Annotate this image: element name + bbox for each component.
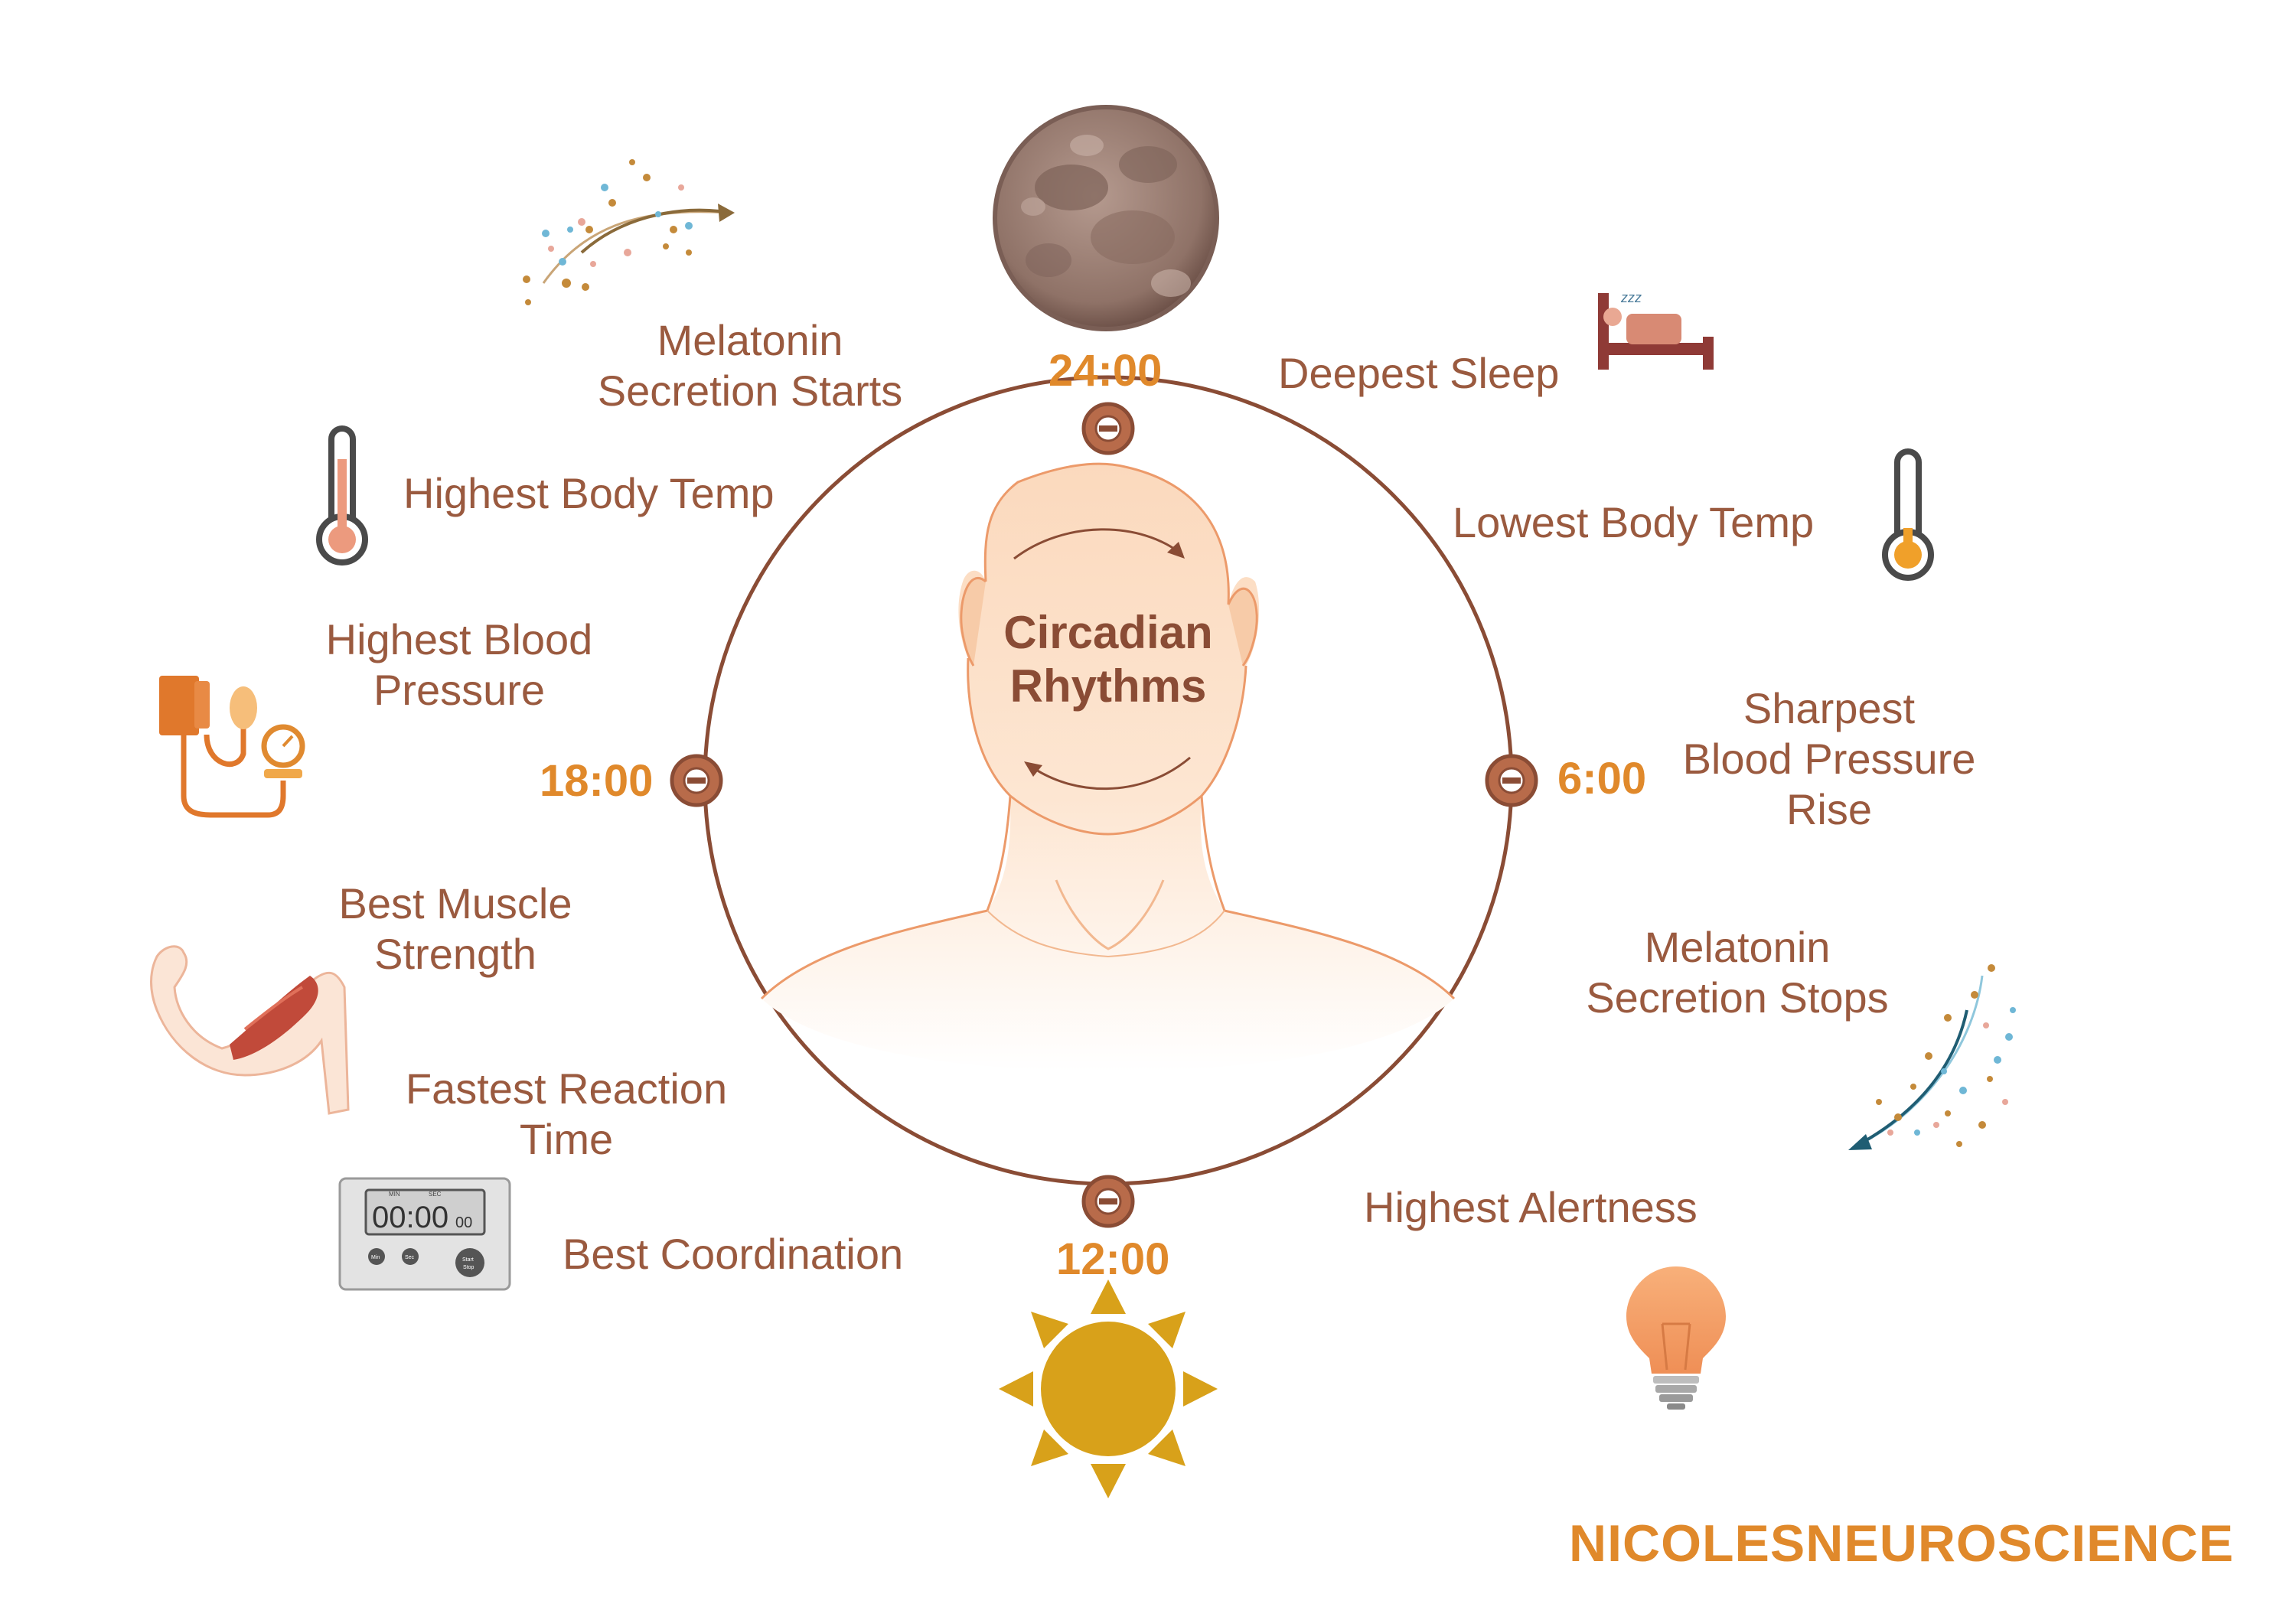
thermometer-icon-low <box>1882 448 1934 581</box>
timer-btn-stop: Stop <box>463 1265 475 1270</box>
lightbulb-icon <box>1626 1266 1726 1410</box>
label-best-muscle-line2: Strength <box>374 930 536 978</box>
label-melatonin-start-line2: Secretion Starts <box>597 367 903 415</box>
moon-icon <box>993 105 1219 331</box>
center-title-line2: Rhythms <box>1009 660 1207 712</box>
label-best-coordination: Best Coordination <box>563 1230 904 1278</box>
label-melatonin-stop: Melatonin Secretion Stops <box>1569 922 1906 1023</box>
center-title-line1: Circadian <box>1003 607 1213 658</box>
label-bp-rise-line1: Sharpest <box>1743 684 1916 732</box>
label-melatonin-stop-line1: Melatonin <box>1644 923 1831 971</box>
head-icon <box>760 462 1456 1071</box>
label-fastest-reaction-line1: Fastest Reaction <box>405 1064 728 1113</box>
label-highest-temp: Highest Body Temp <box>403 469 775 517</box>
arm-muscle-icon <box>150 945 350 1115</box>
label-melatonin-stop-line2: Secretion Stops <box>1586 973 1889 1022</box>
marker-18 <box>670 754 723 807</box>
bed-icon: zzz <box>1598 290 1714 370</box>
label-bp-rise-line3: Rise <box>1786 785 1873 833</box>
marker-24 <box>1081 402 1135 455</box>
label-highest-alertness: Highest Alertness <box>1364 1183 1698 1231</box>
label-highest-bp-line2: Pressure <box>373 666 546 714</box>
marker-6 <box>1485 754 1538 807</box>
timer-btn-min: Min <box>371 1255 380 1260</box>
label-fastest-reaction: Fastest Reaction Time <box>383 1064 750 1165</box>
label-highest-bp: Highest Blood Pressure <box>306 614 612 715</box>
label-best-muscle: Best Muscle Strength <box>306 878 605 980</box>
timer-display-small: 00 <box>455 1214 472 1231</box>
time-label-24: 24:00 <box>1049 346 1163 396</box>
timer-btn-start: Start <box>462 1257 474 1263</box>
sleep-zzz: zzz <box>1620 290 1642 305</box>
timer-display: 00:00 <box>372 1201 448 1234</box>
time-label-6: 6:00 <box>1557 754 1647 804</box>
time-label-18: 18:00 <box>540 756 654 806</box>
blood-pressure-cuff-icon <box>159 676 305 818</box>
label-deepest-sleep: Deepest Sleep <box>1278 349 1560 397</box>
marker-12 <box>1081 1175 1135 1228</box>
label-best-muscle-line1: Best Muscle <box>338 879 572 927</box>
brand-wordmark: NICOLESNEUROSCIENCE <box>1569 1514 2235 1573</box>
label-bp-rise-line2: Blood Pressure <box>1682 735 1976 783</box>
label-lowest-temp: Lowest Body Temp <box>1453 498 1815 546</box>
particles-arrow-icon <box>523 159 735 305</box>
thermometer-icon <box>316 425 368 566</box>
sun-icon <box>999 1279 1218 1498</box>
timer-btn-sec: Sec <box>405 1255 415 1260</box>
time-label-12: 12:00 <box>1056 1234 1170 1284</box>
timer-icon: MIN SEC 00:00 00 Min Sec Start Stop <box>338 1177 511 1291</box>
particles-arrow-icon-right <box>1848 964 2016 1150</box>
timer-label-min: MIN <box>389 1191 400 1198</box>
rotation-arrow-top <box>1013 528 1185 560</box>
label-highest-bp-line1: Highest Blood <box>325 615 593 663</box>
label-melatonin-start: Melatonin Secretion Starts <box>582 315 918 416</box>
timer-label-sec: SEC <box>429 1191 442 1198</box>
center-title: Circadian Rhythms <box>980 606 1237 713</box>
rotation-arrow-bottom <box>1024 756 1191 790</box>
label-melatonin-start-line1: Melatonin <box>657 316 843 364</box>
label-bp-rise: Sharpest Blood Pressure Rise <box>1668 683 1990 835</box>
label-fastest-reaction-line2: Time <box>519 1115 614 1163</box>
